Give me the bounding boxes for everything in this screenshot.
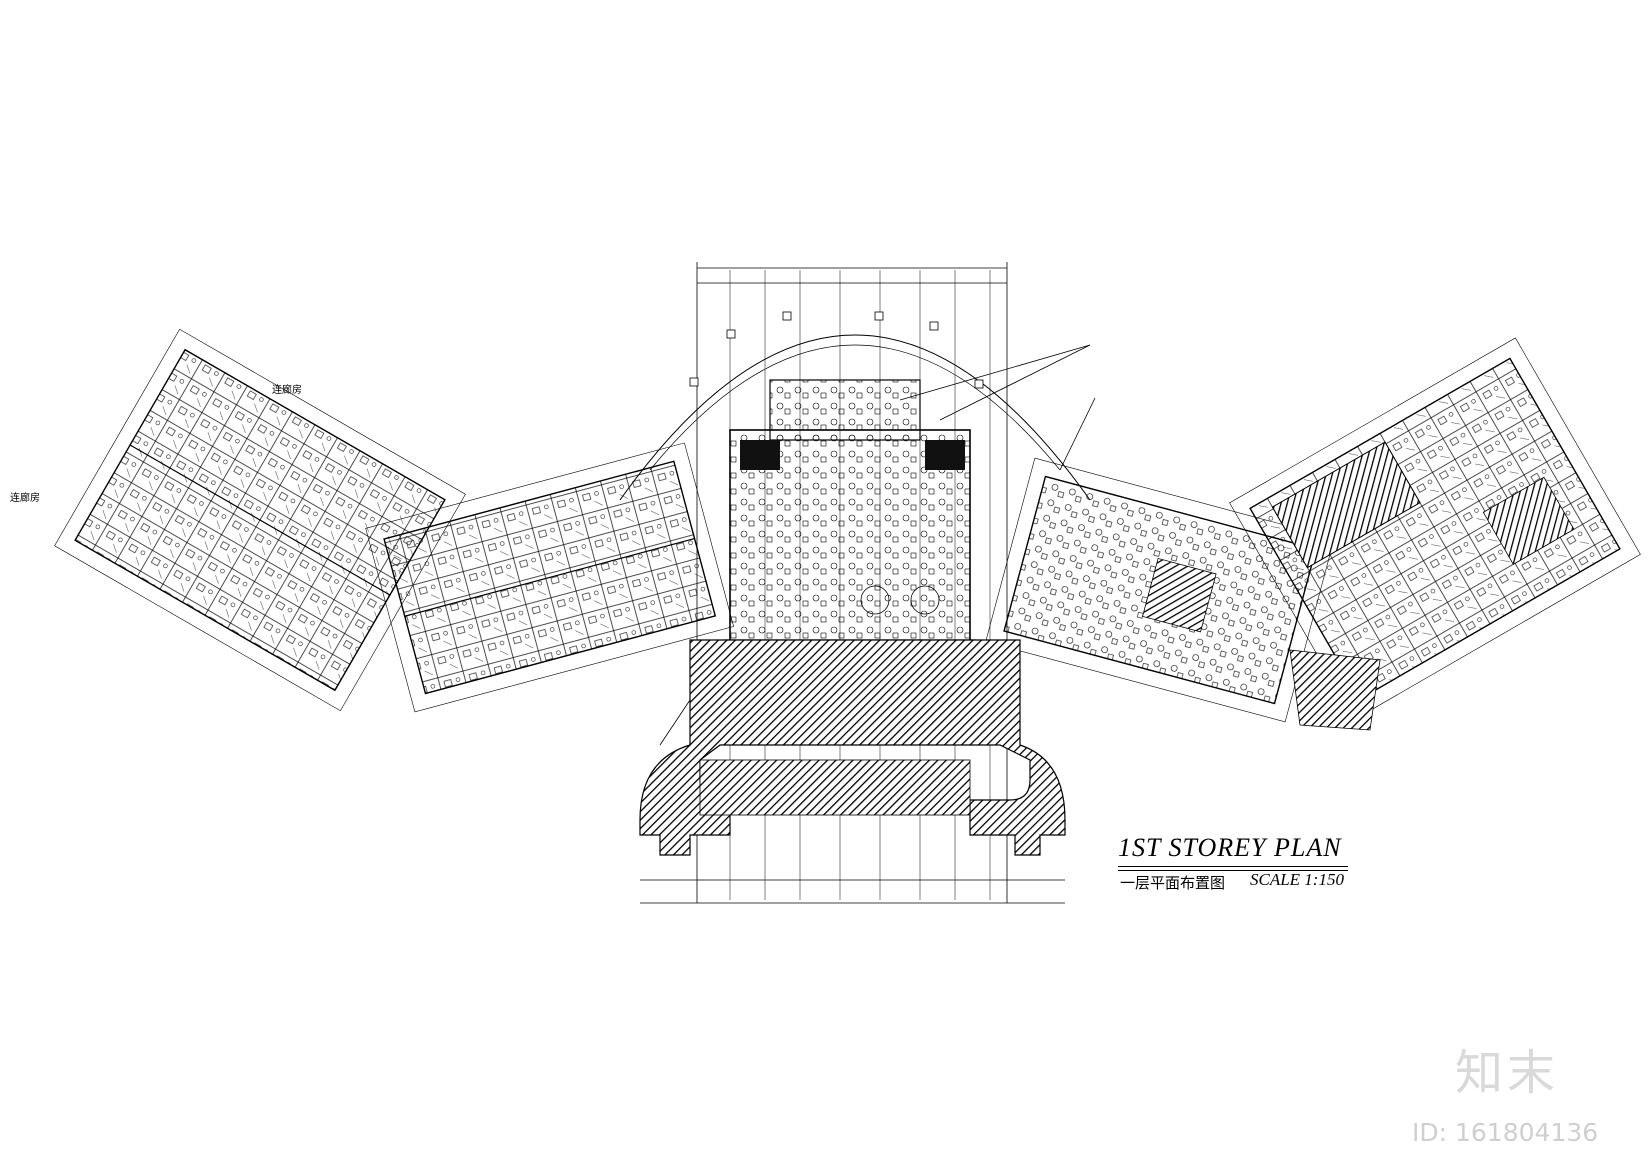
room-label-upper: 连廊房 — [272, 385, 302, 396]
plan-title: 1ST STOREY PLAN — [1118, 833, 1342, 862]
right-wing-outer — [1229, 337, 1641, 720]
watermark-logo: 知末 — [1455, 1045, 1560, 1101]
left-wing-inner — [365, 442, 734, 713]
right-wing-inner — [985, 457, 1335, 723]
title-underline — [1118, 866, 1348, 867]
watermark-id: ID: 161804136 — [1412, 1118, 1599, 1147]
entrance-arc — [619, 334, 1091, 501]
podium-hatch — [639, 639, 1066, 856]
room-label-left: 连廊房 — [10, 493, 40, 504]
left-wing-outer — [54, 328, 466, 712]
leader-lines — [659, 344, 1096, 746]
column-markers — [689, 311, 984, 389]
title-underline-2 — [1118, 870, 1348, 871]
right-joint-hatch — [1289, 649, 1381, 731]
plan-subtitle: 一层平面布置图 — [1120, 874, 1226, 892]
plan-scale: SCALE 1:150 — [1250, 870, 1344, 889]
